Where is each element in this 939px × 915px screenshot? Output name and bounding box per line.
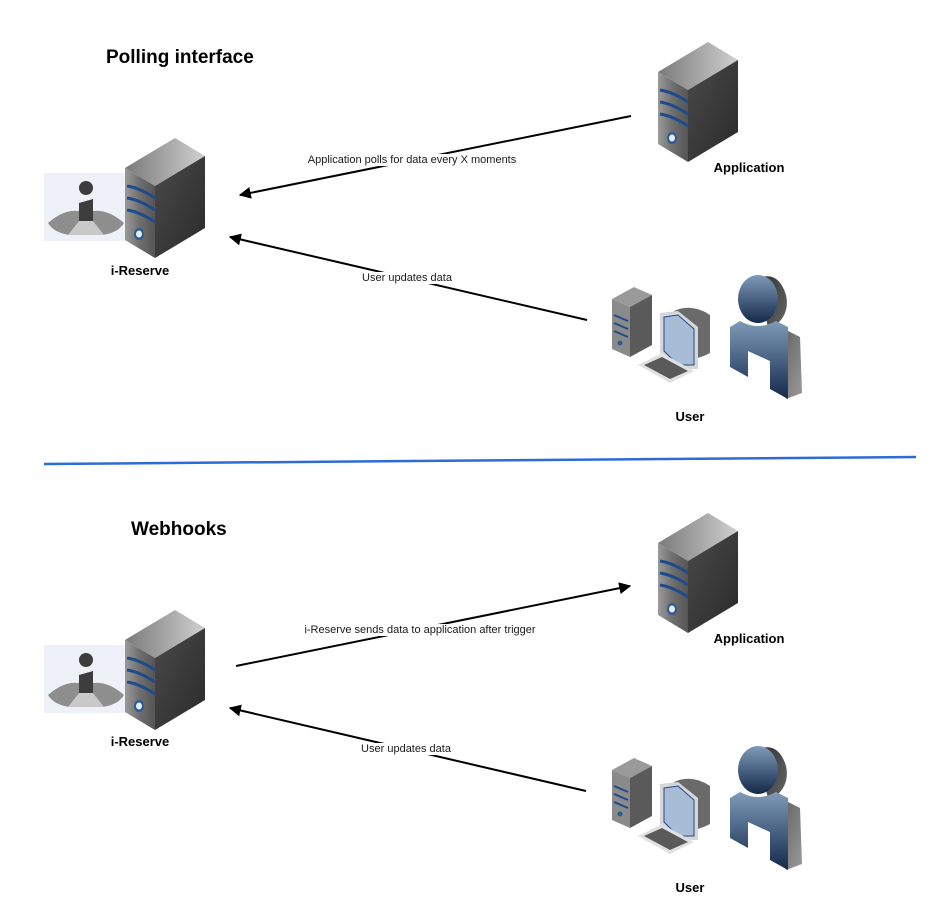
- section-title-polling: Polling interface: [106, 47, 254, 68]
- node-label-user-2: User: [675, 880, 705, 895]
- ireserve-server-icon-2: [123, 608, 207, 732]
- user-person-icon: [730, 275, 802, 399]
- node-label-ireserve-2: i-Reserve: [110, 734, 170, 749]
- ireserve-server-icon: [123, 136, 207, 260]
- user-person-icon-2: [730, 746, 802, 870]
- node-label-application: Application: [713, 160, 785, 175]
- edge-label-user-update-2: User updates data: [359, 743, 453, 755]
- application-server-icon-2: [656, 511, 740, 635]
- section-title-webhooks: Webhooks: [131, 519, 227, 540]
- ireserve-logo-icon-2: [44, 645, 128, 713]
- node-label-application-2: Application: [713, 631, 785, 646]
- edge-label-webhook: i-Reserve sends data to application afte…: [302, 624, 538, 636]
- node-label-ireserve: i-Reserve: [110, 263, 170, 278]
- node-label-user: User: [675, 409, 705, 424]
- user-workstation-icon-2: [611, 757, 711, 855]
- section-divider: [43, 455, 917, 466]
- user-workstation-icon: [611, 286, 711, 384]
- edge-label-user-update: User updates data: [360, 272, 454, 284]
- application-server-icon: [656, 40, 740, 164]
- ireserve-logo-icon: [44, 173, 128, 241]
- edge-label-poll: Application polls for data every X momen…: [305, 154, 519, 166]
